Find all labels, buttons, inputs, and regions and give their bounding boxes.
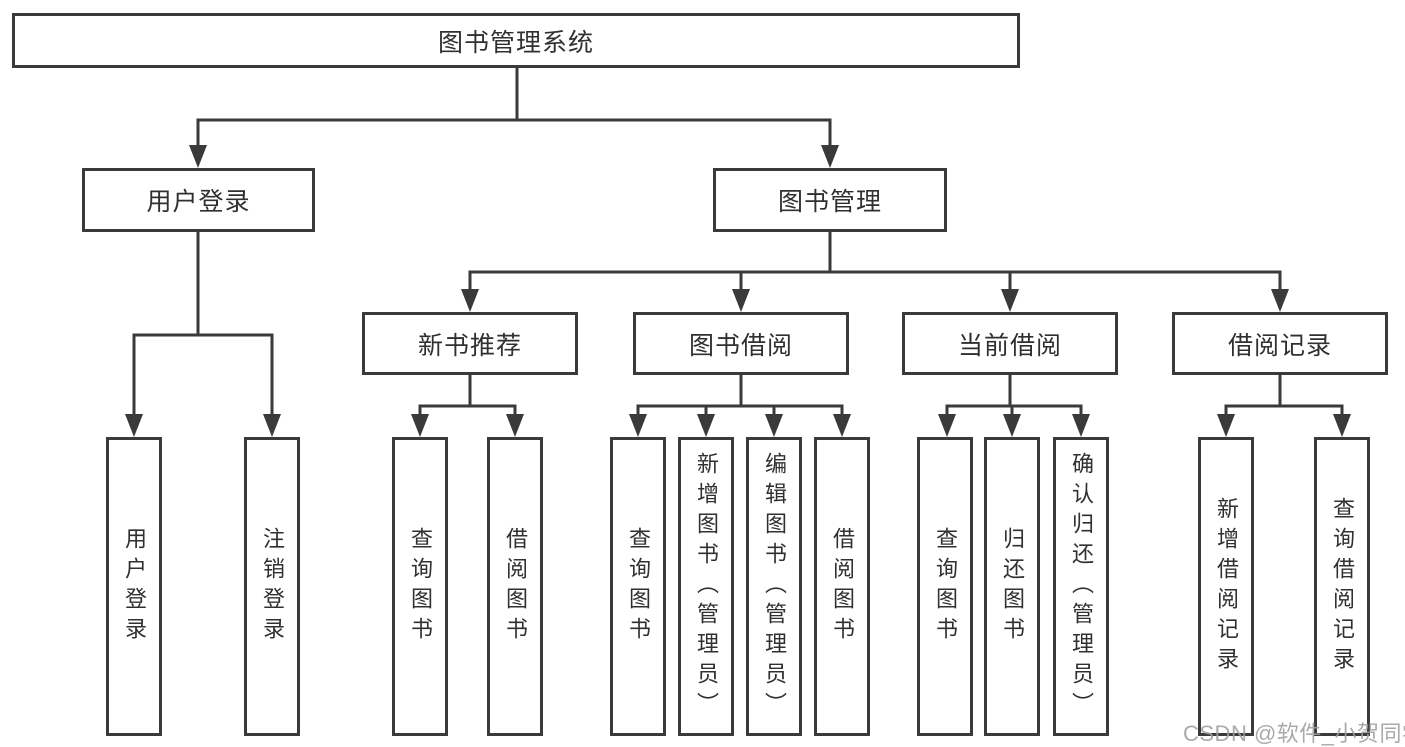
leaf-current-confirm-return-admin: 确认归还（管理员） <box>1053 437 1109 736</box>
leaf-current-query-books: 查询图书 <box>917 437 973 736</box>
watermark: CSDN @软件_小贺同学 <box>1183 721 1405 746</box>
leaf-logout-login: 注销登录 <box>244 437 300 736</box>
leaf-borrowing-query-books: 查询图书 <box>610 437 666 736</box>
leaf-label: 查询借阅记录 <box>1330 496 1355 677</box>
leaf-borrowing-borrow-books: 借阅图书 <box>814 437 870 736</box>
leaf-label: 查询图书 <box>933 526 958 647</box>
node-book-borrowing: 图书借阅 <box>633 312 849 375</box>
leaf-label: 借阅图书 <box>830 526 855 647</box>
node-new-book-recommendation: 新书推荐 <box>362 312 578 375</box>
arrowhead-icons <box>125 145 1351 437</box>
leaf-label: 归还图书 <box>1000 526 1025 647</box>
node-user-login: 用户登录 <box>82 168 315 232</box>
node-label: 当前借阅 <box>957 331 1062 360</box>
node-borrowing-records: 借阅记录 <box>1172 312 1388 375</box>
leaf-borrowing-add-books-admin: 新增图书（管理员） <box>678 437 734 736</box>
leaf-borrowing-edit-books-admin: 编辑图书（管理员） <box>746 437 802 736</box>
leaf-label: 编辑图书（管理员） <box>762 451 787 722</box>
leaf-current-return-books: 归还图书 <box>984 437 1040 736</box>
node-current-borrowing: 当前借阅 <box>902 312 1118 375</box>
node-label: 新书推荐 <box>417 331 522 360</box>
node-label: 借阅记录 <box>1227 331 1332 360</box>
node-label: 图书管理系统 <box>437 28 594 57</box>
node-library-management-system: 图书管理系统 <box>12 13 1020 68</box>
leaf-label: 用户登录 <box>122 526 147 647</box>
leaf-records-query-borrow-record: 查询借阅记录 <box>1314 437 1370 736</box>
leaf-records-add-borrow-record: 新增借阅记录 <box>1198 437 1254 736</box>
leaf-label: 借阅图书 <box>503 526 528 647</box>
node-label: 图书管理 <box>777 188 882 216</box>
leaf-user-login: 用户登录 <box>106 437 162 736</box>
leaf-label: 注销登录 <box>260 526 285 647</box>
leaf-recommend-borrow-books: 借阅图书 <box>487 437 543 736</box>
node-book-management: 图书管理 <box>713 168 947 232</box>
leaf-recommend-query-books: 查询图书 <box>392 437 448 736</box>
leaf-label: 查询图书 <box>408 526 433 647</box>
node-label: 用户登录 <box>146 188 251 216</box>
leaf-label: 确认归还（管理员） <box>1069 451 1094 722</box>
leaf-label: 查询图书 <box>626 526 651 647</box>
leaf-label: 新增图书（管理员） <box>694 451 719 722</box>
node-label: 图书借阅 <box>688 331 793 360</box>
leaf-label: 新增借阅记录 <box>1214 496 1239 677</box>
